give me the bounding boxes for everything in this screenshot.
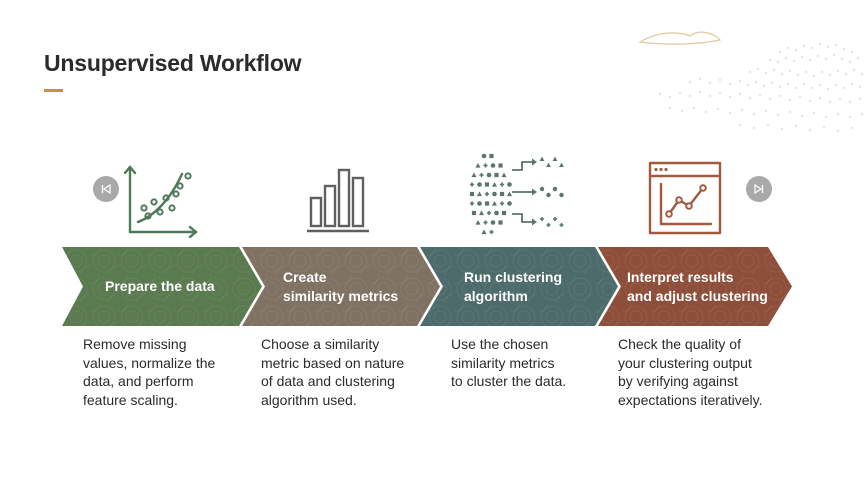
next-button[interactable]: [746, 176, 772, 202]
step-1-label: Prepare the data: [105, 277, 215, 296]
skip-previous-icon: [100, 183, 112, 195]
step-4-label-line1: Interpret results: [627, 269, 734, 285]
clustering-shapes-icon: [469, 153, 564, 235]
step-2-label-line2: similarity metrics: [283, 288, 399, 304]
step-1-label-line1: Prepare the data: [105, 278, 215, 294]
workflow-chevron-band: [62, 247, 792, 326]
step-1-description: Remove missing values, normalize the dat…: [83, 336, 216, 408]
bar-chart-icon: [307, 168, 369, 233]
step-3-label-line2: algorithm: [464, 288, 528, 304]
step-4-label-line2: and adjust clustering: [627, 288, 768, 304]
scatter-plot-icon: [124, 165, 198, 238]
step-2-label-line1: Create: [283, 269, 327, 285]
title-accent-bar: [44, 89, 63, 92]
line-chart-window-icon: [648, 161, 722, 235]
decorative-texture: [638, 31, 864, 133]
step-3-label-line1: Run clustering: [464, 269, 563, 285]
step-3-description: Use the chosen similarity metrics to clu…: [451, 336, 567, 389]
page-title: Unsupervised Workflow: [44, 50, 302, 76]
step-4-label: Interpret results and adjust clustering: [627, 268, 768, 306]
previous-button[interactable]: [93, 176, 119, 202]
step-3-label: Run clustering algorithm: [464, 268, 562, 306]
step-2-label: Create similarity metrics: [283, 268, 398, 306]
step-2-description: Choose a similarity metric based on natu…: [261, 336, 405, 408]
skip-next-icon: [753, 183, 765, 195]
step-4-description: Check the quality of your clustering out…: [618, 336, 763, 408]
